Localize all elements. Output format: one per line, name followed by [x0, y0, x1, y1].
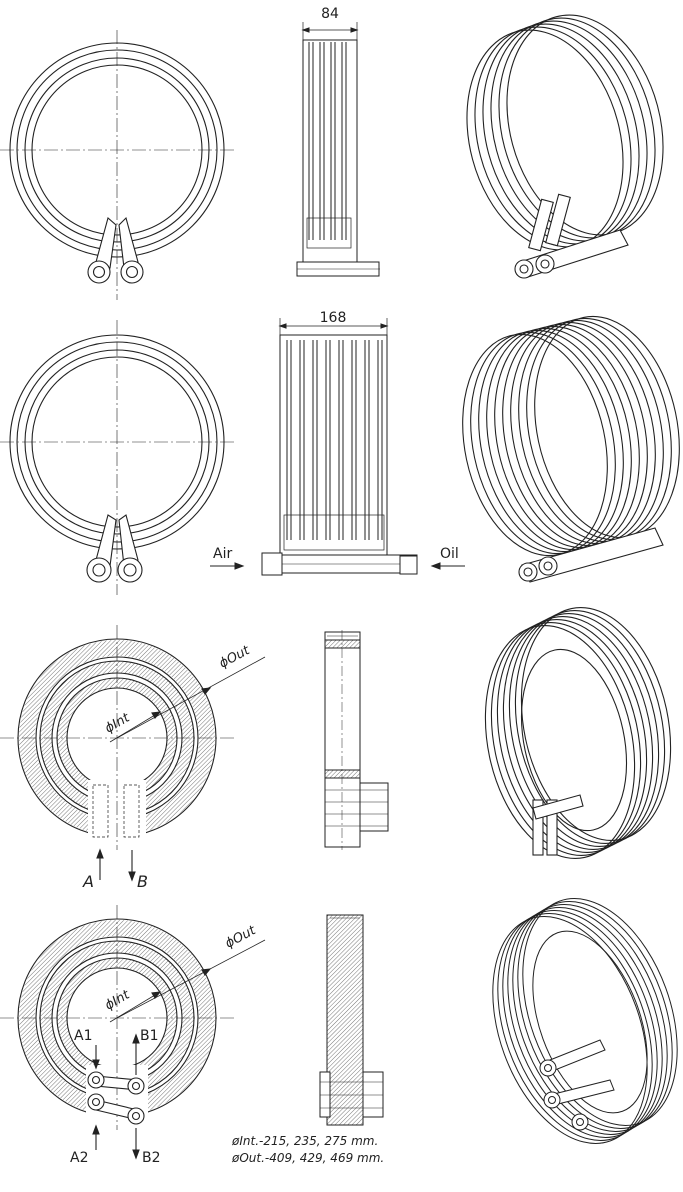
row1-front-view [0, 30, 235, 300]
spec-note-line1: øInt.-215, 235, 275 mm. [231, 1134, 378, 1148]
row2-side-view [210, 318, 465, 576]
oil-outlet-label: Oil [440, 546, 459, 562]
row3-diameter-int-label: ϕInt [103, 710, 134, 736]
row3-side-view [324, 630, 389, 850]
row1-isometric-view [466, 14, 664, 279]
row4-port-a1-label: A1 [74, 1028, 92, 1044]
row3-port-a-label: A [82, 872, 94, 891]
row2-isometric-view [462, 315, 680, 583]
row4-diameter-int-label: ϕInt [103, 987, 134, 1013]
row3-port-b-label: B [137, 872, 148, 891]
air-inlet-label: Air [213, 546, 232, 562]
row1-side-view [296, 22, 380, 277]
row4-port-b2-label: B2 [142, 1150, 161, 1166]
row1-dimension-label: 84 [321, 6, 339, 22]
row4-front-view [0, 905, 266, 1160]
row4-isometric-view [492, 898, 678, 1144]
row3-diameter-out-label: ϕOut [217, 643, 253, 672]
row4-diameter-out-label: ϕOut [223, 923, 259, 952]
row2-front-view [0, 320, 235, 595]
row4-side-view [319, 914, 384, 1126]
spec-note-line2: øOut.-409, 429, 469 mm. [231, 1151, 384, 1165]
row3-isometric-view [484, 607, 672, 859]
row2-dimension-label: 168 [320, 310, 347, 326]
row4-port-b1-label: B1 [140, 1028, 159, 1044]
row4-port-a2-label: A2 [70, 1150, 88, 1166]
row3-front-view [0, 625, 266, 882]
